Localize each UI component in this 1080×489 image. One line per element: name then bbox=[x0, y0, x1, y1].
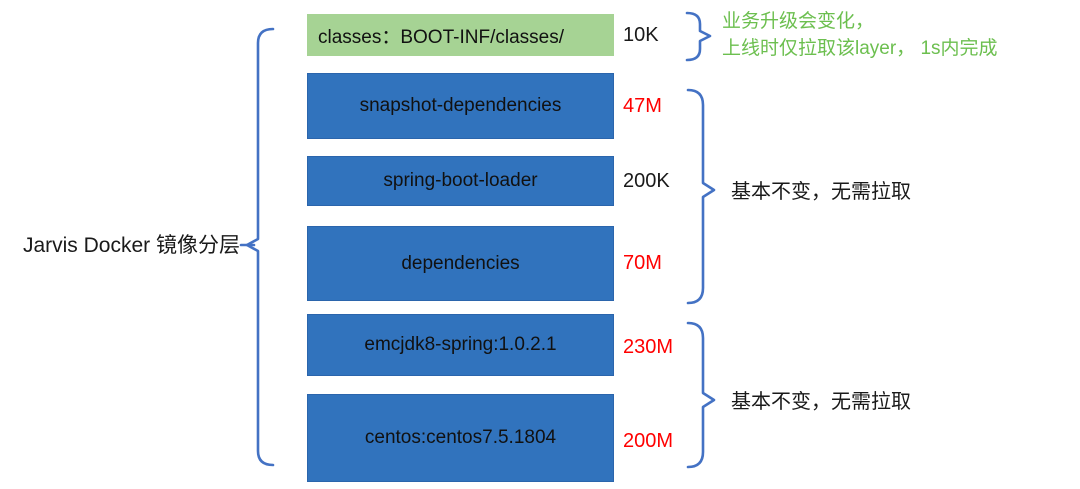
size-label-emcjdk8-spring: 230M bbox=[623, 336, 674, 358]
layer-box-classes: classes：BOOT-INF/classes/ bbox=[307, 14, 614, 56]
layer-box-emcjdk8-spring: emcjdk8-spring:1.0.2.1 bbox=[307, 314, 614, 376]
layer-box-snapshot-dependencies: snapshot-dependencies bbox=[307, 73, 614, 139]
size-label-snapshot-dependencies: 47M bbox=[623, 95, 662, 117]
layer-label: centos:centos7.5.1804 bbox=[364, 427, 557, 448]
layer-box-centos: centos:centos7.5.1804 bbox=[307, 394, 614, 482]
layer-label: classes：BOOT-INF/classes/ bbox=[318, 26, 564, 48]
size-label-spring-boot-loader: 200K bbox=[623, 170, 670, 192]
layer-box-spring-boot-loader: spring-boot-loader bbox=[307, 156, 614, 206]
annotation-top-line1: 业务升级会变化， bbox=[722, 11, 875, 32]
layer-label: spring-boot-loader bbox=[383, 170, 538, 191]
layer-label: snapshot-dependencies bbox=[359, 95, 562, 116]
size-label-centos: 200M bbox=[623, 430, 674, 452]
annotation-top-line2: 上线时仅拉取该layer， 1s内完成 bbox=[722, 38, 998, 59]
left-brace bbox=[245, 27, 275, 467]
layer-label: dependencies bbox=[401, 252, 520, 274]
layer-label: emcjdk8-spring:1.0.2.1 bbox=[364, 334, 557, 355]
size-label-classes: 10K bbox=[623, 24, 659, 46]
annotation-middle: 基本不变，无需拉取 bbox=[731, 181, 911, 203]
layer-box-dependencies: dependencies bbox=[307, 226, 614, 301]
size-label-dependencies: 70M bbox=[623, 252, 662, 274]
annotation-bottom: 基本不变，无需拉取 bbox=[731, 391, 911, 413]
diagram-title: Jarvis Docker 镜像分层 bbox=[22, 234, 240, 257]
annotation-top: 业务升级会变化， 上线时仅拉取该layer， 1s内完成 bbox=[722, 8, 998, 62]
